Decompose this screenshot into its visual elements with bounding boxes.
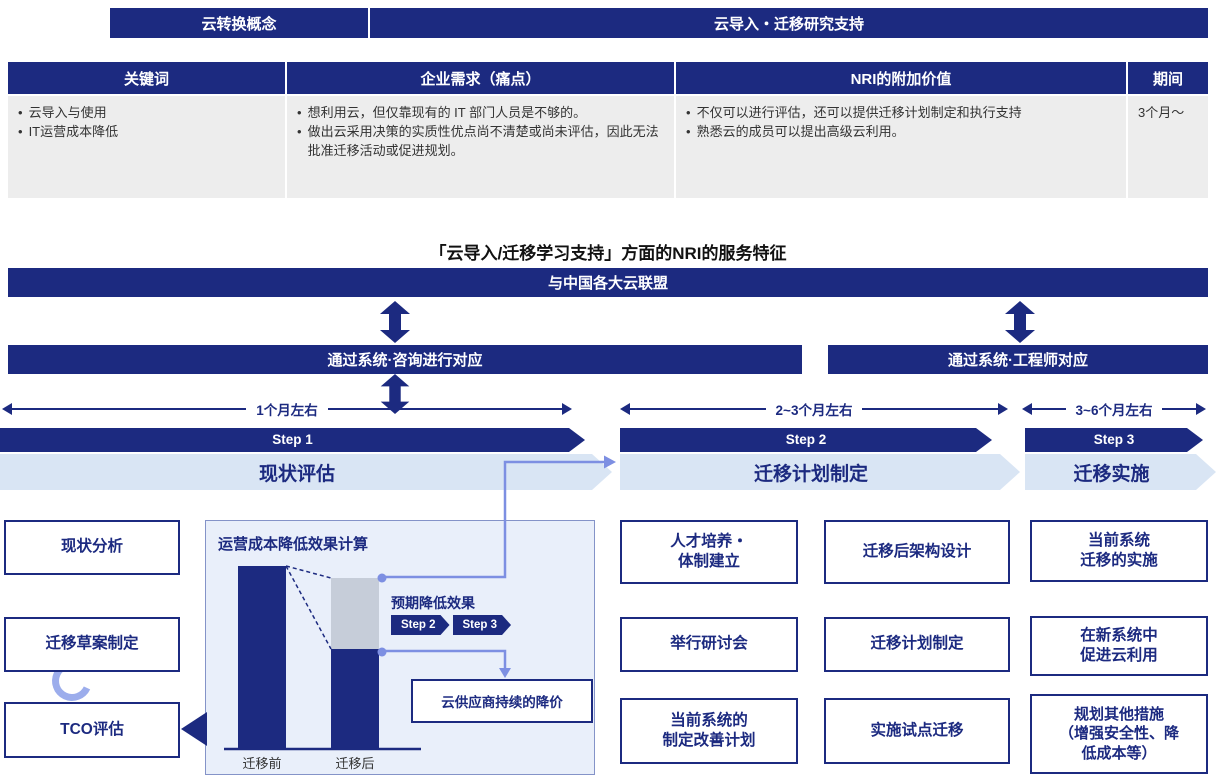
bar-label-after: 迁移后 — [335, 756, 375, 771]
box-migration-plan: 迁移计划制定 — [824, 617, 1010, 672]
timeline-arrow-step1: 1个月左右 — [2, 399, 573, 419]
bar-label-before: 迁移前 — [242, 756, 282, 771]
step3-chevron: Step 3 — [1025, 428, 1203, 452]
col-header-pain-points: 企业需求（痛点） — [287, 62, 674, 94]
box-pilot-migration: 实施试点迁移 — [824, 698, 1010, 764]
col-header-nri-value: NRI的附加价值 — [676, 62, 1126, 94]
support-banner-consulting: 通过系统·咨询进行对应 — [8, 345, 802, 374]
arrowhead-right-icon — [1196, 403, 1206, 415]
timeline-label: 3~6个月左右 — [1075, 403, 1153, 418]
bullet-icon: • — [297, 123, 302, 139]
bullet-icon: • — [18, 123, 23, 139]
box-architecture-design: 迁移后架构设计 — [824, 520, 1010, 584]
timeline-label: 1个月左右 — [256, 403, 318, 418]
box-migration-draft: 迁移草案制定 — [4, 617, 180, 672]
col-header-keywords: 关键词 — [8, 62, 285, 94]
arrowhead-right-icon — [562, 403, 573, 415]
bullet-icon: • — [18, 105, 23, 120]
step3-title-band: 迁移实施 — [1025, 454, 1216, 490]
cell-keywords: •云导入与使用 •IT运营成本降低 — [8, 96, 285, 198]
timeline-arrow-step3: 3~6个月左右 — [1022, 399, 1206, 419]
timeline-line — [12, 408, 247, 410]
box-talent-training: 人才培养・ 体制建立 — [620, 520, 798, 584]
dashed-guide-line — [285, 565, 332, 650]
double-arrow-icon — [380, 301, 410, 343]
double-arrow-icon — [380, 374, 410, 414]
keyword-item: •云导入与使用 — [18, 104, 275, 123]
col-header-period: 期间 — [1128, 62, 1208, 94]
timeline-line — [1032, 408, 1066, 410]
arrowhead-left-icon — [1022, 403, 1032, 415]
timeline-line — [862, 408, 998, 410]
bar-after-migration — [331, 649, 379, 749]
cell-nri-value: •不仅可以进行评估，还可以提供迁移计划制定和执行支持 •熟悉云的成员可以提出高级… — [676, 96, 1126, 198]
box-improvement-plan: 当前系统的 制定改善计划 — [620, 698, 798, 764]
mini-step2-chevron: Step 2 — [391, 615, 450, 635]
chart-title: 运营成本降低效果计算 — [218, 536, 369, 553]
arrowhead-left-icon — [2, 403, 12, 415]
bullet-icon: • — [686, 123, 691, 139]
top-header-right: 云导入・迁移研究支持 — [370, 8, 1208, 38]
keyword-item: •IT运营成本降低 — [18, 123, 275, 142]
bullet-icon: • — [686, 105, 691, 120]
alliance-banner: 与中国各大云联盟 — [8, 268, 1208, 297]
step1-chevron: Step 1 — [0, 428, 585, 452]
left-arrow-icon — [181, 712, 207, 746]
timeline-arrow-step2: 2~3个月左右 — [620, 399, 1008, 419]
support-banner-engineers: 通过系统·工程师对应 — [828, 345, 1208, 374]
timeline-label: 2~3个月左右 — [775, 403, 853, 418]
mini-step3-chevron: Step 3 — [453, 615, 512, 635]
arrowhead-right-icon — [998, 403, 1008, 415]
connector-dot-icon — [377, 573, 387, 583]
bar-after-expected-gray — [331, 578, 379, 649]
box-system-migration-impl: 当前系统 迁移的实施 — [1030, 520, 1208, 582]
timeline-line — [630, 408, 766, 410]
arrowhead-left-icon — [620, 403, 630, 415]
bullet-icon: • — [297, 105, 302, 120]
table-body-row: •云导入与使用 •IT运营成本降低 •想利用云，但仅靠现有的 IT 部门人员是不… — [8, 96, 1208, 198]
top-header-bar: 云转换概念 云导入・迁移研究支持 — [110, 8, 1208, 38]
summary-table: 关键词 企业需求（痛点） NRI的附加价值 期间 •云导入与使用 •IT运营成本… — [8, 62, 1208, 198]
connector-dot-icon — [377, 647, 387, 657]
box-current-state-analysis: 现状分析 — [4, 520, 180, 575]
table-header-row: 关键词 企业需求（痛点） NRI的附加价值 期间 — [8, 62, 1208, 94]
nri-value-item: •熟悉云的成员可以提出高级云利用。 — [686, 123, 1116, 142]
double-arrow-icon — [1005, 301, 1035, 343]
box-tco-assessment: TCO评估 — [4, 702, 180, 758]
box-other-measures: 规划其他措施 （增强安全性、降 低成本等） — [1030, 694, 1208, 774]
step2-title-band: 迁移计划制定 — [620, 454, 1020, 490]
cell-pain-points: •想利用云，但仅靠现有的 IT 部门人员是不够的。 •做出云采用决策的实质性优点… — [287, 96, 674, 198]
dashed-guide-line — [285, 565, 332, 579]
timeline-line — [1162, 408, 1196, 410]
section-title: 「云导入/迁移学习支持」方面的NRI的服务特征 — [429, 244, 787, 263]
annotation-step-chevrons: Step 2 Step 3 — [391, 615, 511, 635]
pain-point-item: •想利用云，但仅靠现有的 IT 部门人员是不够的。 — [297, 104, 664, 123]
box-workshop: 举行研讨会 — [620, 617, 798, 672]
timeline-line — [327, 408, 563, 410]
chart-annotation: 预期降低效果 — [391, 595, 475, 611]
step1-title-band: 现状评估 — [0, 454, 612, 490]
vendor-price-cut-callout: 云供应商持续的降价 — [411, 679, 593, 723]
bar-before-migration — [238, 566, 286, 749]
pain-point-item: •做出云采用决策的实质性优点尚不清楚或尚未评估，因此无法批准迁移活动或促进规划。 — [297, 123, 664, 161]
cost-reduction-chart-panel: 运营成本降低效果计算 预期降低效果 Step 2 Step 3 云供应商持续的降… — [205, 520, 595, 775]
box-cloud-utilization: 在新系统中 促进云利用 — [1030, 616, 1208, 676]
step2-chevron: Step 2 — [620, 428, 992, 452]
cost-bar-chart — [224, 565, 421, 751]
cell-period: 3个月～ — [1128, 96, 1208, 198]
nri-value-item: •不仅可以进行评估，还可以提供迁移计划制定和执行支持 — [686, 104, 1116, 123]
top-header-left: 云转换概念 — [110, 8, 368, 38]
